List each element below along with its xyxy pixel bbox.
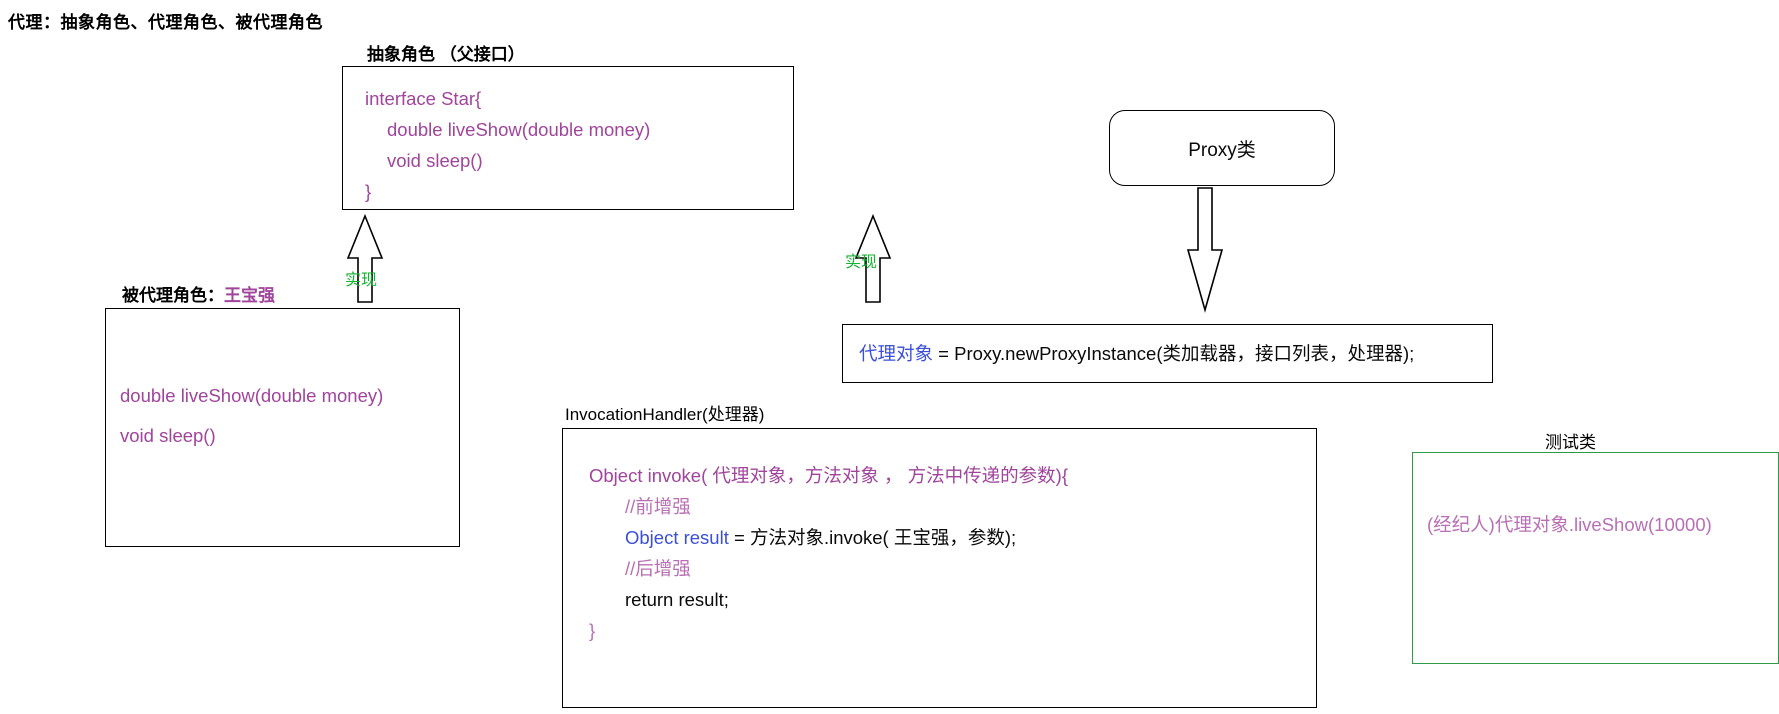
comment-before-advice: //前增强: [625, 496, 691, 517]
proxy-creates-arrow-icon: [1186, 187, 1224, 313]
invoke-result-assignment: Object result = 方法对象.invoke( 王宝强，参数);: [589, 522, 1316, 553]
implements-arrow-left-icon: [346, 213, 384, 303]
proxied-role-box: double liveShow(double money) void sleep…: [105, 308, 460, 547]
page-title: 代理：抽象角色、代理角色、被代理角色: [8, 13, 323, 32]
proxy-creates-arrow: [1178, 186, 1232, 317]
invocation-handler-caption: InvocationHandler(处理器): [565, 405, 765, 424]
interface-close-brace: }: [365, 181, 372, 202]
interface-declaration-line: interface Star{: [365, 88, 482, 109]
implements-arrow-right-icon: [854, 213, 892, 303]
implements-arrow-right: [846, 213, 900, 309]
proxied-method-sleep: void sleep(): [120, 425, 216, 446]
interface-method-sleep: void sleep(): [387, 150, 483, 171]
test-class-box: (经纪人)代理对象.liveShow(10000): [1412, 452, 1779, 664]
implements-label-right: 实现: [845, 254, 878, 271]
proxied-role-caption-label: 被代理角色：: [122, 286, 224, 305]
proxy-class-box: Proxy类: [1109, 110, 1335, 186]
proxied-role-caption-name: 王宝强: [224, 286, 275, 305]
proxy-class-label: Proxy类: [1188, 139, 1256, 161]
implements-arrow-left: [338, 213, 392, 309]
test-class-invocation: (经纪人)代理对象.liveShow(10000): [1427, 514, 1712, 535]
proxy-instance-box: 代理对象 = Proxy.newProxyInstance(类加载器，接口列表，…: [842, 324, 1493, 383]
invoke-signature-line: Object invoke( 代理对象，方法对象 ， 方法中传递的参数){: [589, 465, 1069, 486]
implements-label-left: 实现: [345, 272, 378, 289]
proxied-role-caption: 被代理角色：王宝强: [122, 281, 275, 306]
invoke-close-brace: }: [589, 620, 596, 641]
proxied-method-liveshow: double liveShow(double money): [120, 385, 384, 406]
proxy-instance-expression: = Proxy.newProxyInstance(类加载器，接口列表，处理器);: [933, 343, 1415, 364]
test-class-caption: 测试类: [1545, 433, 1596, 452]
interface-method-liveshow: double liveShow(double money): [387, 119, 651, 140]
invoke-return-statement: return result;: [625, 589, 729, 610]
comment-after-advice: //后增强: [625, 558, 691, 579]
proxy-object-token: 代理对象: [859, 343, 934, 364]
result-declaration-token: Object result: [625, 527, 734, 548]
invocation-handler-box: Object invoke( 代理对象，方法对象 ， 方法中传递的参数){ //…: [562, 428, 1317, 708]
result-assignment-expression: = 方法对象.invoke( 王宝强，参数);: [734, 527, 1017, 548]
abstract-role-box: interface Star{ double liveShow(double m…: [342, 66, 794, 210]
abstract-role-caption: 抽象角色 （父接口）: [367, 45, 525, 64]
